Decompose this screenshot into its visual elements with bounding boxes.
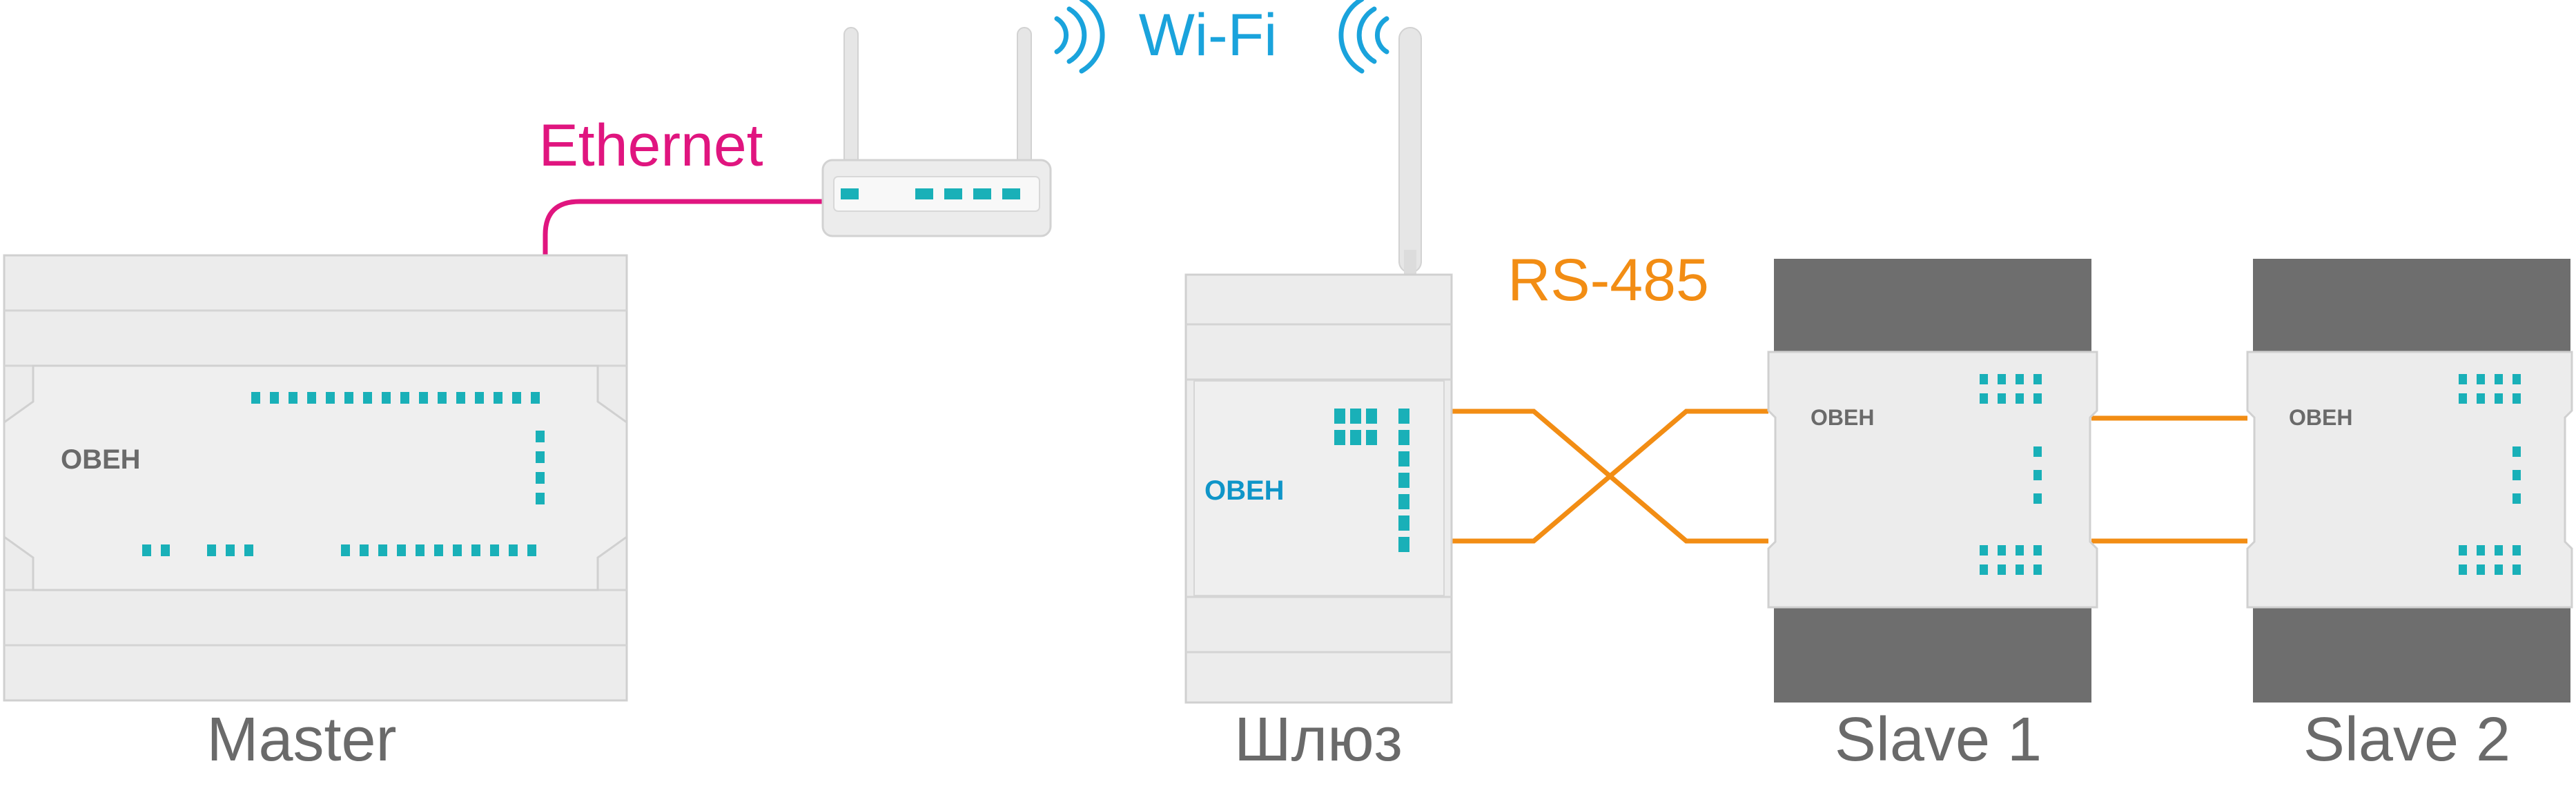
slave-2-logo: ОВЕН [2289, 405, 2352, 430]
slave-2-leds [2459, 374, 2521, 575]
slave-2-device: ОВЕН [2246, 259, 2573, 703]
wifi-label: Wi-Fi [1139, 2, 1278, 68]
slave-1-body [1767, 351, 2098, 609]
gateway-device: ОВЕН [1184, 27, 1453, 704]
gateway-leds [1334, 409, 1409, 552]
wifi-router [821, 27, 1052, 237]
rs485-label: RS-485 [1507, 247, 1709, 313]
gateway-label: Шлюз [1234, 705, 1403, 774]
router-antenna-left [843, 27, 859, 166]
rs485-cables [1452, 409, 2247, 544]
gateway-logo: ОВЕН [1204, 475, 1285, 506]
master-leds [142, 392, 545, 556]
slave-2-body [2246, 351, 2573, 609]
slave-1-rail-bottom [1774, 604, 2091, 703]
ethernet-label: Ethernet [538, 112, 763, 179]
router-leds [841, 188, 1020, 199]
gateway-antenna [1398, 27, 1422, 273]
master-logo: ОВЕН [61, 444, 141, 475]
slave-1-label: Slave 1 [1835, 705, 2042, 774]
master-device: ОВЕН [3, 254, 628, 702]
wifi-waves-left [1338, 0, 1389, 74]
ethernet-cable [543, 199, 823, 255]
slave-1-logo: ОВЕН [1811, 405, 1874, 430]
slave-1-rail-top [1774, 259, 2091, 357]
router-antenna-right [1017, 27, 1032, 166]
slave-2-label: Slave 2 [2303, 705, 2510, 774]
master-front-panel [3, 364, 628, 591]
slave-2-rail-top [2253, 259, 2570, 357]
wifi-waves-right [1054, 0, 1105, 74]
master-label: Master [206, 705, 396, 774]
slave-1-leds [1980, 374, 2042, 575]
slave-2-rail-bottom [2253, 604, 2570, 703]
slave-1-device: ОВЕН [1767, 259, 2098, 703]
